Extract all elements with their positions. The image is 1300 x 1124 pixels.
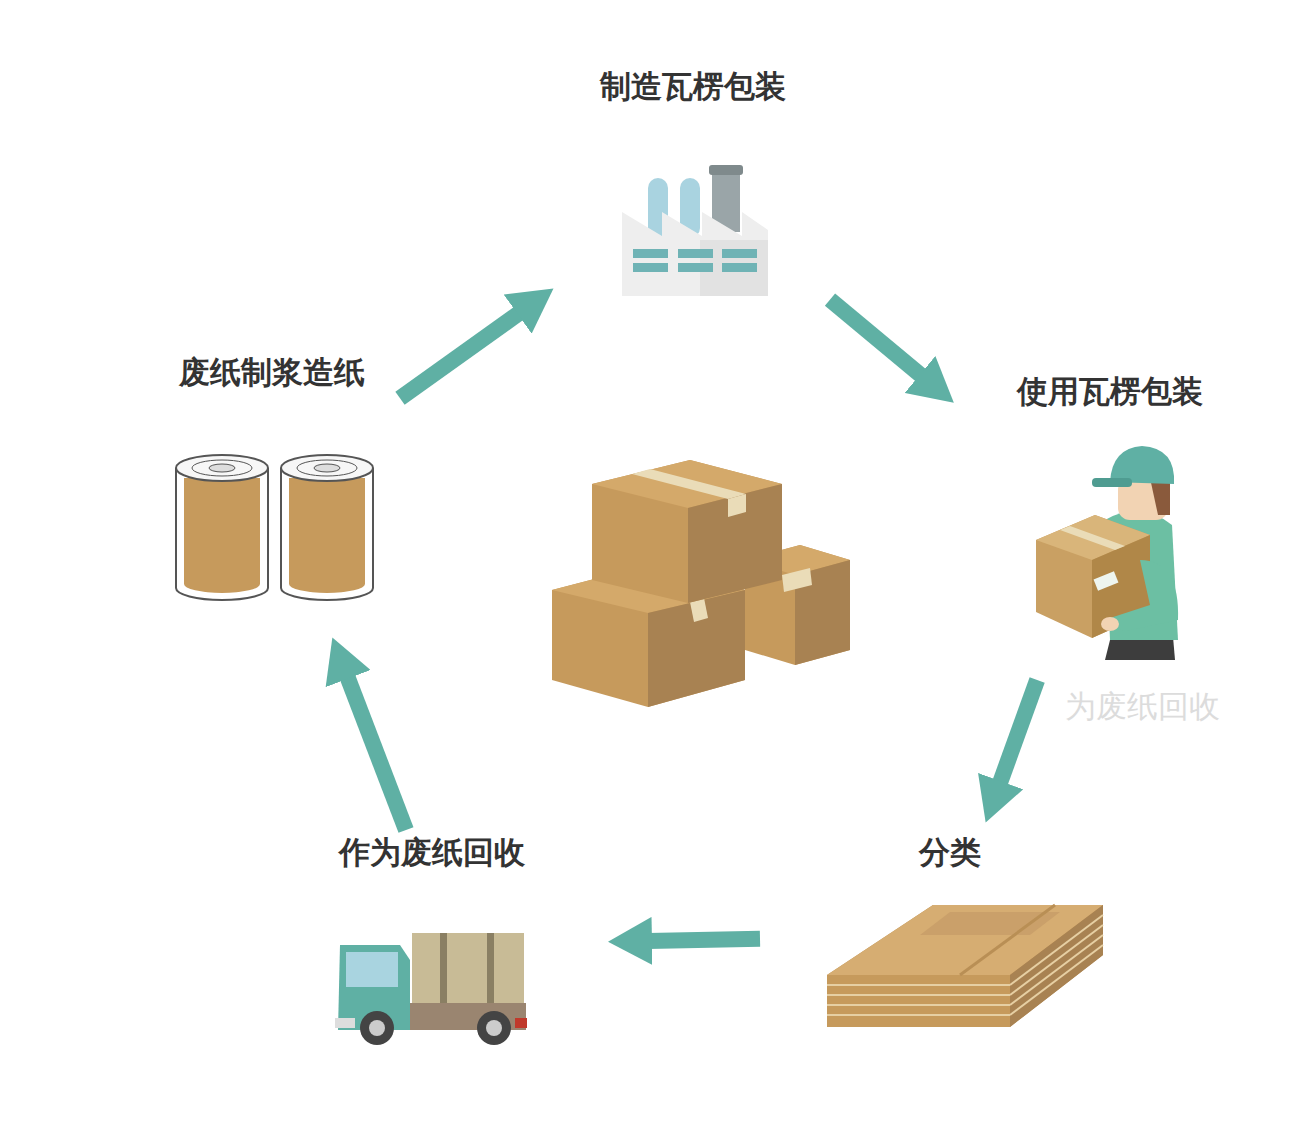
flow-arrow <box>400 312 521 398</box>
flattened-boards-icon <box>827 905 1103 1027</box>
flow-arrow <box>830 300 923 377</box>
courier-icon <box>1036 446 1178 660</box>
stage-label: 分类 <box>919 834 981 871</box>
stage-node: 废纸制浆造纸 <box>150 345 400 630</box>
stage-node: 制造瓦楞包装 <box>560 55 830 320</box>
flow-arrow <box>347 675 406 830</box>
flow-arrow <box>999 680 1037 785</box>
watermark: 为废纸回收 <box>1065 686 1220 728</box>
stage-label: 使用瓦楞包装 <box>1017 373 1203 410</box>
stage-label: 作为废纸回收 <box>339 834 525 871</box>
truck-icon <box>335 933 527 1045</box>
paper-rolls-icon <box>176 455 373 600</box>
stage-node: 分类 <box>760 830 1130 1040</box>
stage-node: 作为废纸回收 <box>300 830 600 1060</box>
flow-arrow <box>648 939 760 941</box>
stage-label: 制造瓦楞包装 <box>600 68 786 105</box>
factory-icon <box>622 165 768 296</box>
boxes-illustration <box>552 460 850 707</box>
stage-label: 废纸制浆造纸 <box>179 354 365 391</box>
stage-node: 使用瓦楞包装 <box>960 360 1230 680</box>
